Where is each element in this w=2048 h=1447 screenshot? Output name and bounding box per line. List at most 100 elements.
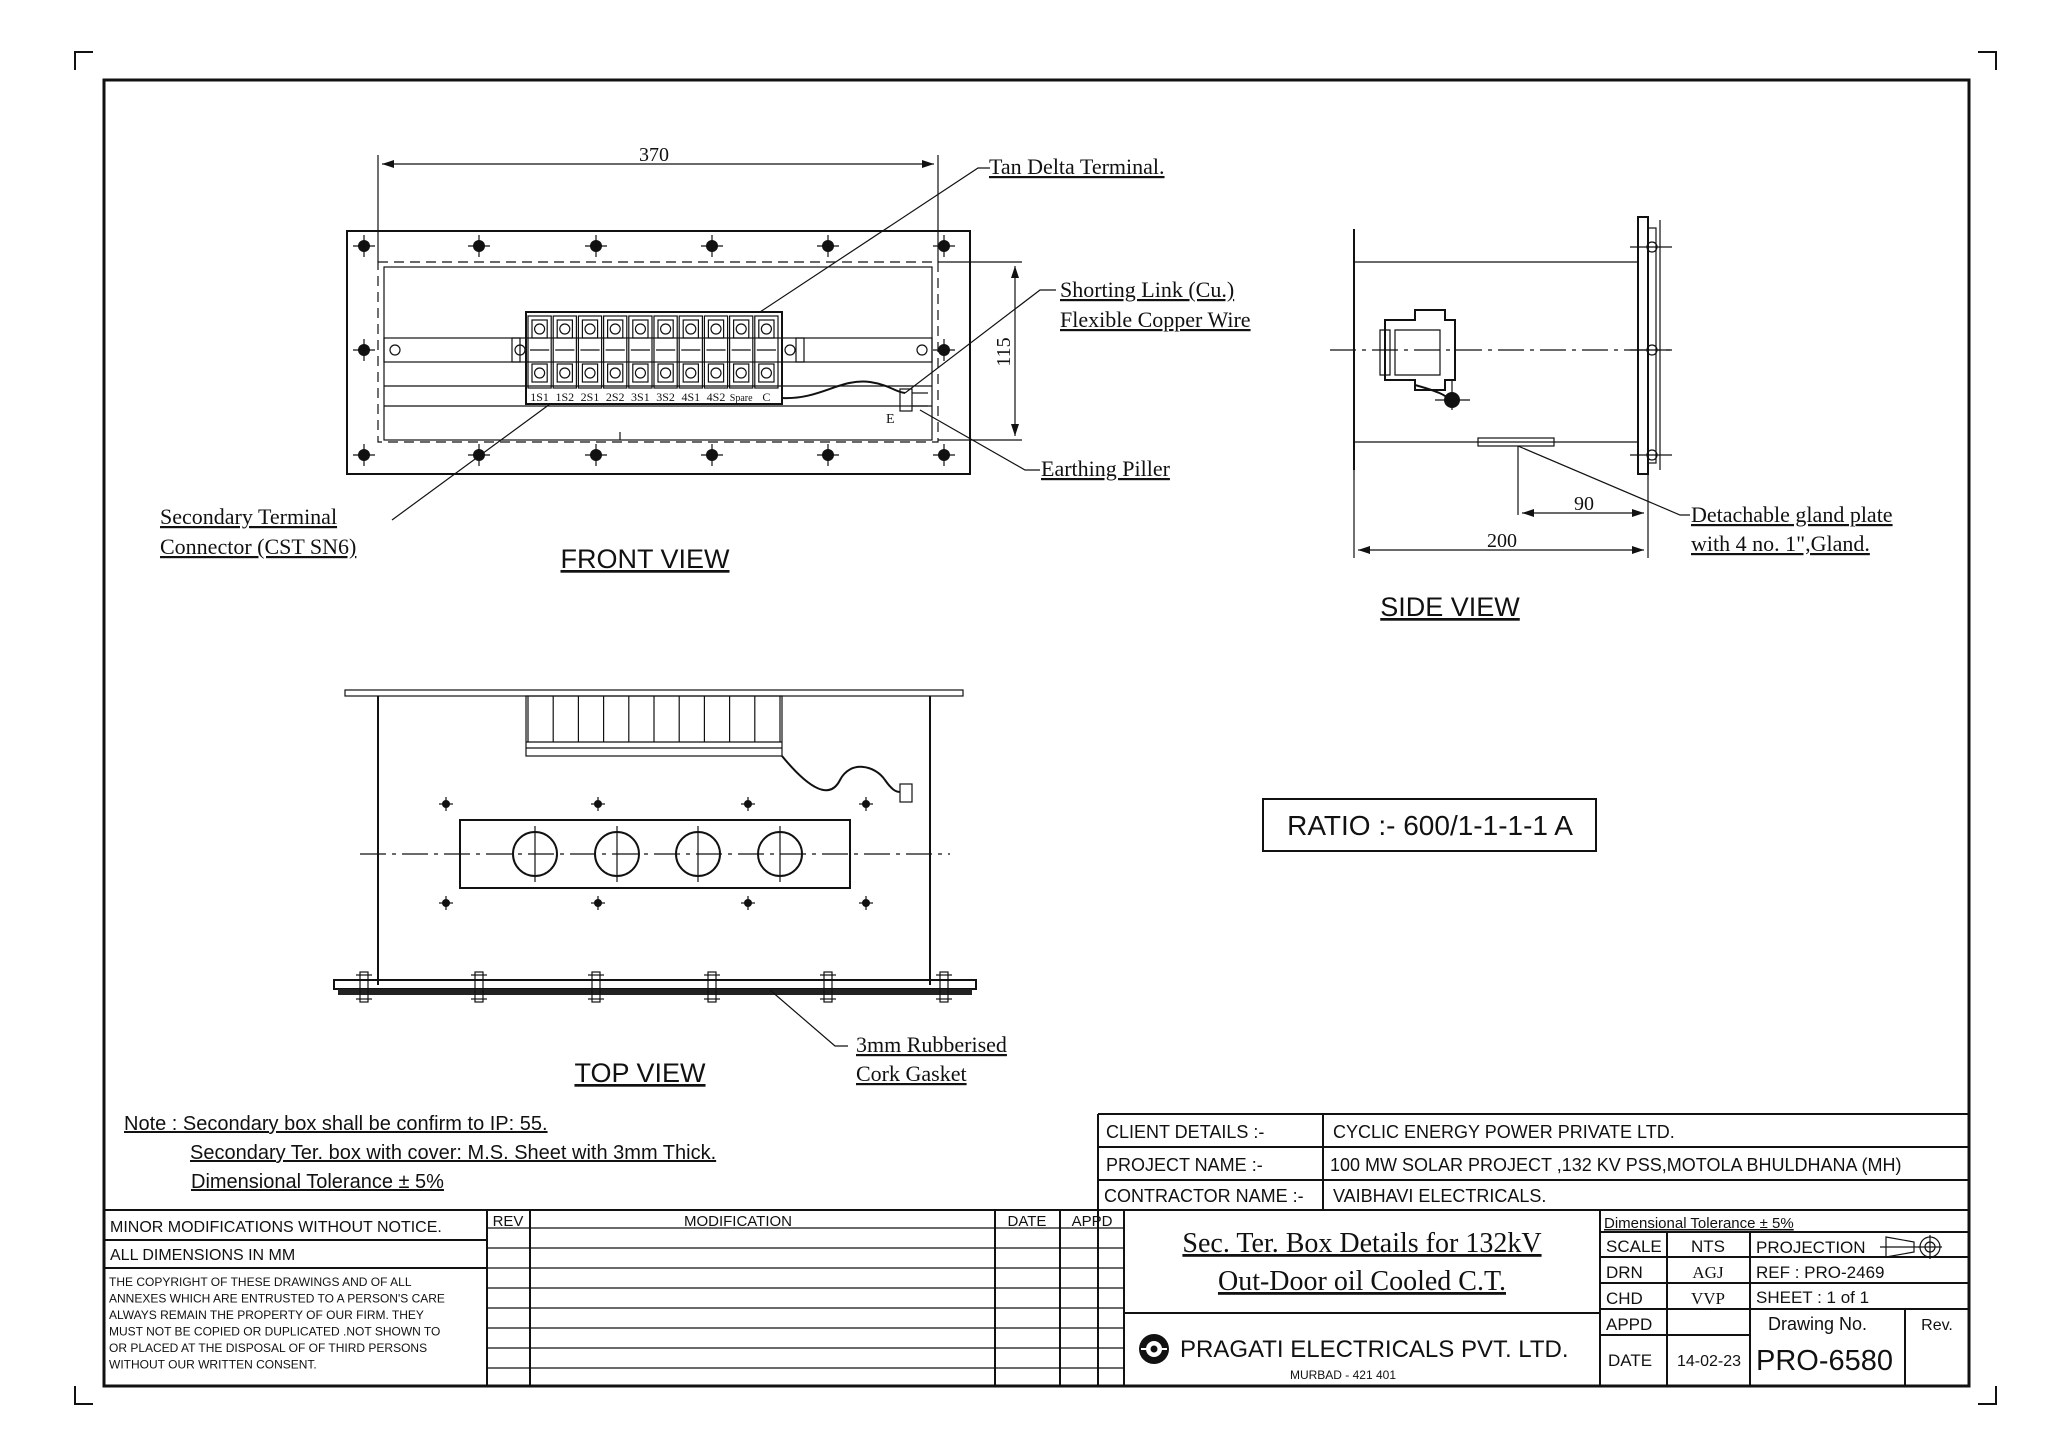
bolt-shank xyxy=(823,971,833,1003)
terminal-screw xyxy=(609,323,621,335)
scale-value: NTS xyxy=(1691,1237,1725,1256)
flange-bolt-bottom xyxy=(817,444,839,466)
note-line-2: Secondary Ter. box with cover: M.S. Shee… xyxy=(190,1142,716,1164)
terminal-screw-housing xyxy=(531,363,548,383)
dimension-90: 90 xyxy=(1574,493,1594,515)
appd-label: APPD xyxy=(1606,1315,1652,1334)
contractor-value: VAIBHAVI ELECTRICALS. xyxy=(1333,1186,1546,1206)
terminal-blocks xyxy=(514,315,796,389)
terminal-screw-housing xyxy=(707,319,725,339)
scale-label: SCALE xyxy=(1606,1237,1662,1256)
gland-hole xyxy=(675,826,721,882)
project-label: PROJECT NAME :- xyxy=(1106,1155,1263,1175)
terminal-screw-housing xyxy=(556,319,574,339)
client-value: CYCLIC ENERGY POWER PRIVATE LTD. xyxy=(1333,1122,1675,1142)
copyright-line: ANNEXES WHICH ARE ENTRUSTED TO A PERSON'… xyxy=(109,1292,445,1306)
gland-plate-fixings xyxy=(439,797,873,910)
crop-marks xyxy=(74,51,1997,1405)
dimension-115: 115 xyxy=(993,337,1015,366)
terminal-screw xyxy=(559,323,571,335)
dimension-370: 370 xyxy=(639,144,669,166)
terminal-label: 1S1 xyxy=(530,390,549,404)
terminal-screw xyxy=(659,323,672,335)
flange-bolt-section xyxy=(704,971,720,1003)
flange-bolt-top xyxy=(468,235,490,257)
bolt-shank xyxy=(591,971,601,1003)
terminal-screw-housing xyxy=(758,363,775,383)
side-view-title: SIDE VIEW xyxy=(1380,592,1520,622)
terminal-screw-housing xyxy=(606,363,624,383)
callout-gland-2: with 4 no. 1",Gland. xyxy=(1691,531,1870,556)
terminal-block xyxy=(678,315,704,389)
terminal-screw xyxy=(659,367,672,379)
earth-mark: E xyxy=(886,412,895,427)
terminal-label: Spare xyxy=(730,393,753,404)
tolerance-label: Dimensional Tolerance ± 5% xyxy=(1604,1215,1794,1232)
date-header: DATE xyxy=(1008,1213,1047,1230)
terminal-screw-housing xyxy=(556,363,574,383)
terminal-block xyxy=(552,315,578,389)
terminal-screw-housing xyxy=(682,363,700,383)
top-view-terminals xyxy=(527,696,781,742)
plate-fixing xyxy=(439,896,453,910)
revision-rows xyxy=(487,1227,1124,1369)
drawing-border xyxy=(102,78,1971,1388)
front-view-bolts xyxy=(353,235,955,466)
flange-bolt-section xyxy=(356,971,372,1003)
plate-fixing xyxy=(439,797,453,811)
terminal-screw xyxy=(735,323,747,335)
terminal-screw xyxy=(710,367,722,379)
drawing-title-2: Out-Door oil Cooled C.T. xyxy=(1218,1266,1506,1297)
callout-gasket-1: 3mm Rubberised xyxy=(856,1032,1007,1057)
ref-number: REF : PRO-2469 xyxy=(1756,1263,1885,1282)
terminal-screw xyxy=(735,367,747,379)
terminal-screw xyxy=(710,323,722,335)
terminal-screw xyxy=(760,367,773,379)
drn-value: AGJ xyxy=(1692,1263,1724,1282)
chd-label: CHD xyxy=(1606,1289,1643,1308)
gland-hole xyxy=(594,826,640,882)
copyright-line: ALWAYS REMAIN THE PROPERTY OF OUR FIRM. … xyxy=(109,1308,424,1322)
terminal-block xyxy=(703,315,729,389)
drn-label: DRN xyxy=(1606,1263,1643,1282)
rev-header: REV xyxy=(493,1213,524,1230)
terminal-screw xyxy=(609,367,621,379)
terminal-screw xyxy=(584,323,596,335)
flange-bolt-section xyxy=(820,971,836,1003)
end-stop-screw xyxy=(514,344,526,356)
minor-modifications: MINOR MODIFICATIONS WITHOUT NOTICE. xyxy=(110,1219,442,1236)
title-block-lines xyxy=(1124,1210,1969,1386)
callout-secondary-1: Secondary Terminal xyxy=(160,504,337,529)
callout-secondary-2: Connector (CST SN6) xyxy=(160,534,356,559)
chd-value: VVP xyxy=(1691,1289,1725,1308)
copyright-line: THE COPYRIGHT OF THESE DRAWINGS AND OF A… xyxy=(109,1275,412,1289)
callout-tan-delta: Tan Delta Terminal. xyxy=(989,154,1165,179)
top-view-drawing xyxy=(333,689,977,1047)
terminal-screw-housing xyxy=(632,363,649,383)
terminal-screw xyxy=(685,367,697,379)
bolt-shank xyxy=(939,971,949,1003)
terminal-screw xyxy=(533,367,546,379)
plate-fixing xyxy=(859,896,873,910)
client-label: CLIENT DETAILS :- xyxy=(1106,1122,1264,1142)
plate-fixing xyxy=(741,896,755,910)
front-view-drawing xyxy=(346,155,1022,475)
terminal-screw xyxy=(533,323,546,335)
flange-bolt-right xyxy=(933,339,955,361)
terminal-screw xyxy=(584,367,596,379)
note-line-3: Dimensional Tolerance ± 5% xyxy=(191,1171,444,1193)
revision-block-lines xyxy=(104,1209,1969,1386)
side-view-drawing xyxy=(1330,216,1690,558)
terminal-label: 4S2 xyxy=(707,390,726,404)
terminal-label: 3S2 xyxy=(656,390,675,404)
terminal-block xyxy=(653,315,678,389)
note-line-1: Note : Secondary box shall be confirm to… xyxy=(124,1113,548,1135)
flange-bolt-section xyxy=(936,971,952,1003)
terminal-screw-housing xyxy=(707,363,725,383)
terminal-block xyxy=(527,315,552,389)
project-value: 100 MW SOLAR PROJECT ,132 KV PSS,MOTOLA … xyxy=(1330,1155,1902,1175)
terminal-label: 4S1 xyxy=(681,390,700,404)
company-logo-icon xyxy=(1139,1334,1169,1364)
